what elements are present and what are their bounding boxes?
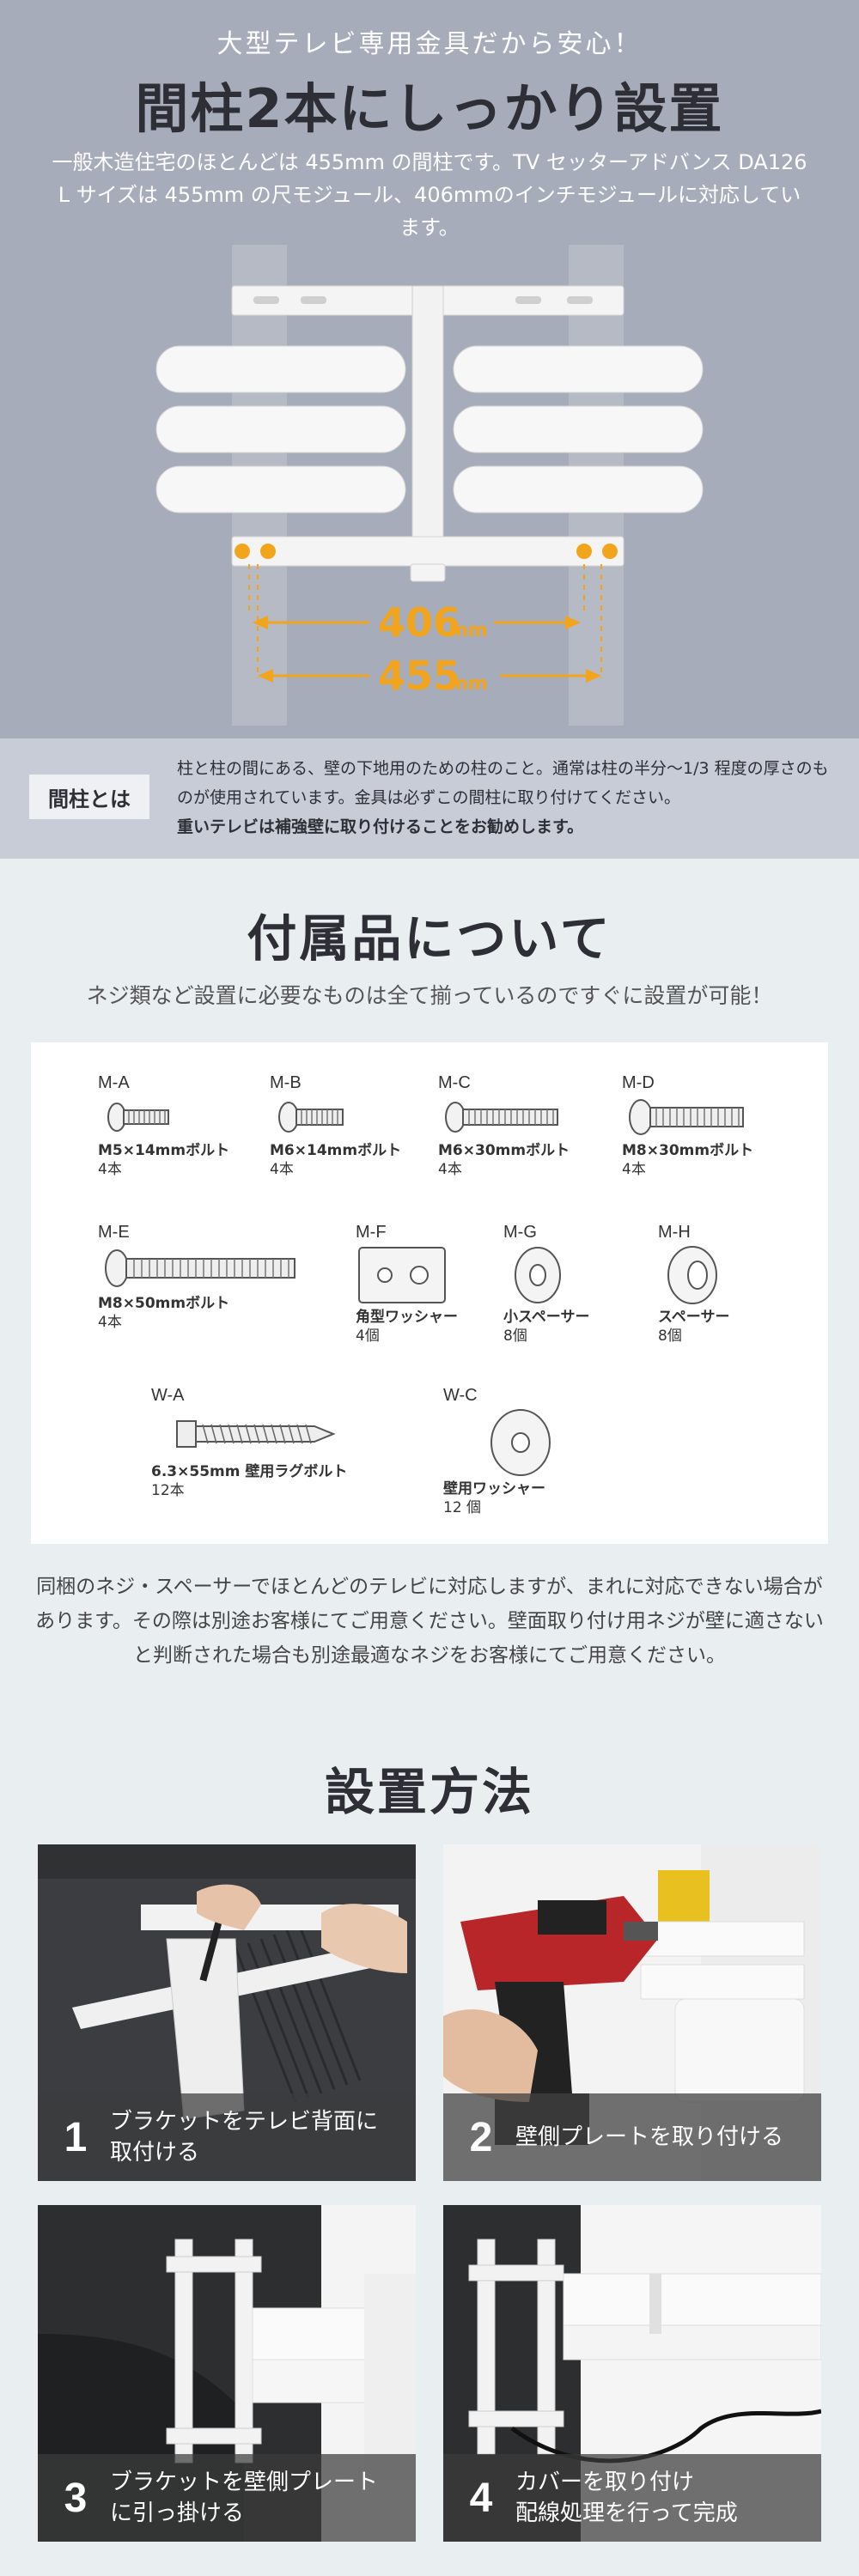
wall-washer-icon xyxy=(490,1409,551,1476)
part-code: M-B xyxy=(270,1073,302,1092)
part-quantity: 4本 xyxy=(438,1161,462,1178)
part-code: M-F xyxy=(356,1223,387,1242)
part-m-e: M-E M8×50mmボルト 4本 xyxy=(98,1223,304,1332)
accessories-note: 同梱のネジ・スペーサーでほとんどのテレビに対応しますが、まれに対応できない場合が… xyxy=(35,1576,824,1667)
install-step-1: 1 ブラケットをテレビ背面に 取付ける xyxy=(38,1844,416,2181)
part-code: M-E xyxy=(98,1223,130,1242)
accessories-title: 付属品について xyxy=(247,909,612,968)
step-number: 2 xyxy=(469,2114,493,2160)
small-spacer-icon xyxy=(515,1247,561,1303)
part-name: 小スペーサー xyxy=(503,1309,590,1326)
step-1-caption: 1 ブラケットをテレビ背面に 取付ける xyxy=(38,2093,416,2181)
part-code: W-C xyxy=(443,1386,478,1405)
left-arms xyxy=(155,345,406,513)
studs-lead: 一般木造住宅のほとんどは 455mm の間柱です。TV セッターアドバンス DA… xyxy=(52,150,807,240)
short-bolt-icon xyxy=(278,1102,344,1133)
install-title: 設置方法 xyxy=(324,1763,534,1821)
spacer-icon xyxy=(667,1246,717,1304)
step-number: 3 xyxy=(64,2475,88,2521)
stud-definition-tag: 間柱とは xyxy=(29,775,149,819)
part-quantity: 8個 xyxy=(503,1327,527,1345)
step-3-caption: 3 ブラケットを壁側プレート に引っ掛ける xyxy=(38,2454,416,2542)
part-quantity: 4本 xyxy=(98,1161,122,1178)
part-name: M6×14mmボルト xyxy=(270,1142,402,1159)
step-text: ブラケットをテレビ背面に 取付ける xyxy=(110,2109,379,2166)
wall-mount-on-studs-illustration: 406 mm 455 mm xyxy=(155,245,704,726)
part-quantity: 4本 xyxy=(622,1161,646,1178)
center-column xyxy=(411,285,444,579)
part-code: M-C xyxy=(438,1073,471,1092)
part-m-g: M-G 小スペーサー 8個 xyxy=(503,1223,598,1346)
part-quantity: 4本 xyxy=(270,1161,294,1178)
stud-definition-warning: 重いテレビは補強壁に取り付けることをお勧めします。 xyxy=(177,817,584,836)
studs-section: 大型テレビ専用金具だから安心！ 間柱2本にしっかり設置 一般木造住宅のほとんどは… xyxy=(0,0,859,738)
stud-definition-text: 柱と柱の間にある、壁の下地用のための柱のこと。通常は柱の半分〜1/3 程度の厚さ… xyxy=(177,754,838,841)
dimension-406-arrow xyxy=(253,616,581,629)
lag-bolt-icon xyxy=(176,1420,336,1448)
part-m-c: M-C M6×30mmボルト 4本 xyxy=(438,1073,576,1179)
step-text: 壁側プレートを取り付ける xyxy=(515,2124,784,2150)
medium-bolt-icon xyxy=(629,1099,744,1135)
dimension-406-value: 406 xyxy=(378,599,460,646)
step-number: 4 xyxy=(469,2475,493,2521)
parts-panel: M-A M5×14mmボルト 4本 M-B M6×14mmボルト 4本 M-C … xyxy=(31,1042,828,1544)
dimension-455-value: 455 xyxy=(378,653,460,699)
part-m-a: M-A M5×14mmボルト 4本 xyxy=(98,1073,229,1179)
part-quantity: 4本 xyxy=(98,1314,122,1331)
install-step-3: 3 ブラケットを壁側プレート に引っ掛ける xyxy=(38,2205,416,2542)
dimension-455-unit: mm xyxy=(448,673,488,695)
part-w-a: W-A 6.3×55mm 壁用ラグボルト 12本 xyxy=(151,1386,349,1500)
part-name: M5×14mmボルト xyxy=(98,1142,230,1159)
long-bolt-icon xyxy=(105,1249,295,1287)
medium-bolt-icon xyxy=(445,1102,558,1133)
part-w-c: W-C 壁用ワッシャー 12 個 xyxy=(443,1386,572,1517)
part-name: M6×30mmボルト xyxy=(438,1142,570,1159)
dimension-406-unit: mm xyxy=(448,620,488,641)
right-arms xyxy=(453,345,704,513)
part-quantity: 12 個 xyxy=(443,1499,482,1516)
part-code: M-A xyxy=(98,1073,130,1092)
dimension-guides xyxy=(248,564,602,678)
install-step-2: 2 壁側プレートを取り付ける xyxy=(443,1844,821,2181)
part-m-b: M-B M6×14mmボルト 4本 xyxy=(270,1073,401,1179)
studs-subtitle: 大型テレビ専用金具だから安心！ xyxy=(216,29,643,59)
dimension-455-arrow xyxy=(258,669,601,683)
step-number: 1 xyxy=(64,2114,88,2160)
part-name: 6.3×55mm 壁用ラグボルト xyxy=(151,1463,348,1480)
part-name: M8×30mmボルト xyxy=(622,1142,754,1159)
short-bolt-icon xyxy=(107,1103,169,1132)
part-name: スペーサー xyxy=(658,1309,730,1326)
part-code: W-A xyxy=(151,1386,185,1405)
step-text: カバーを取り付け 配線処理を行って完成 xyxy=(515,2470,738,2526)
step-text: ブラケットを壁側プレート に引っ掛ける xyxy=(110,2470,379,2526)
stud-definition-body: 柱と柱の間にある、壁の下地用のための柱のこと。通常は柱の半分〜1/3 程度の厚さ… xyxy=(177,759,829,807)
step-4-caption: 4 カバーを取り付け 配線処理を行って完成 xyxy=(443,2454,821,2542)
part-code: M-D xyxy=(622,1073,655,1092)
square-washer-icon xyxy=(358,1247,446,1303)
stud-definition-band: 間柱とは 柱と柱の間にある、壁の下地用のための柱のこと。通常は柱の半分〜1/3 … xyxy=(0,738,859,859)
install-step-4: 4 カバーを取り付け 配線処理を行って完成 xyxy=(443,2205,821,2542)
part-quantity: 8個 xyxy=(658,1327,682,1345)
part-name: M8×50mmボルト xyxy=(98,1295,230,1312)
studs-title: 間柱2本にしっかり設置 xyxy=(135,77,724,140)
part-name: 角型ワッシャー xyxy=(356,1309,458,1326)
bottom-wall-plate xyxy=(231,536,624,582)
step-2-caption: 2 壁側プレートを取り付ける xyxy=(443,2093,821,2181)
part-name: 壁用ワッシャー xyxy=(443,1480,545,1498)
part-m-f: M-F 角型ワッシャー 4個 xyxy=(356,1223,459,1346)
part-code: M-G xyxy=(503,1223,537,1242)
part-quantity: 4個 xyxy=(356,1327,380,1345)
part-quantity: 12本 xyxy=(151,1482,185,1499)
part-code: M-H xyxy=(658,1223,691,1242)
part-m-d: M-D M8×30mmボルト 4本 xyxy=(622,1073,759,1179)
accessories-lead: ネジ類など設置に必要なものは全て揃っているのですぐに設置が可能！ xyxy=(86,983,773,1008)
part-m-h: M-H スペーサー 8個 xyxy=(658,1223,752,1346)
